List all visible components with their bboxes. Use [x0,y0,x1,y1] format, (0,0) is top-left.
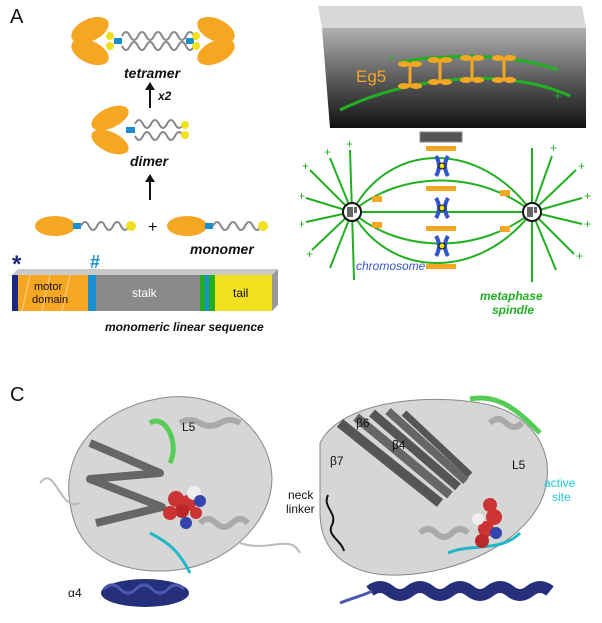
spindle-pole-left [342,202,362,222]
plus-top-left: + [388,50,396,65]
eg5-motors [398,55,516,89]
beta7-label: β7 [330,454,344,468]
ligand-spheres-right [472,498,502,548]
microtubule-box [318,6,586,128]
plus-sign: + [148,219,157,236]
spindle-pole-right [522,202,542,222]
motor-domain-label-1: motor [34,281,62,293]
hash-marker: # [90,252,100,272]
svg-text:+: + [300,189,305,203]
tail-label: tail [233,286,248,300]
dimer-label: dimer [130,153,170,169]
svg-text:+: + [302,159,309,173]
svg-text:+: + [576,249,583,263]
dimer-figure [91,105,189,155]
spindle-eg5-motors [372,146,510,269]
ligand-spheres-left [163,486,206,529]
active-site-label-2: site [552,490,571,504]
tetramer-figure [71,16,235,66]
panel-b-diagram: Eg5 + + + + + + + + + + + + + [300,6,591,317]
neck-linker-label-2: linker [286,502,315,516]
eg5-label: Eg5 [356,67,386,86]
svg-text:+: + [584,189,591,203]
spindle-plus-ends: + + + + + + + + + + + [300,137,591,263]
linear-sequence-bar [12,269,278,312]
chromosome-label: chromosome [356,259,426,273]
beta6-label: β6 [356,416,370,430]
left-l5-label: L5 [182,420,196,434]
zoom-inset-box [419,131,463,143]
kinetochores [438,162,446,250]
panel-label-c: C [10,384,25,406]
svg-text:+: + [300,217,305,231]
panel-c-structures: L5 α4 β6 β4 β7 neck linker L5 active sit… [39,395,576,607]
right-l5-label: L5 [512,458,526,472]
panel-label-a: A [10,6,24,28]
svg-text:+: + [346,137,353,151]
neck-linker-label-1: neck [288,488,314,502]
alpha4-label: α4 [68,586,82,600]
svg-text:+: + [324,145,331,159]
svg-text:+: + [306,247,313,261]
right-protein-structure [319,395,554,605]
motor-domain-label-2: domain [32,294,68,306]
svg-text:+: + [550,141,557,155]
panel-a-diagram: tetramer x2 dimer + monomer * # [12,16,278,334]
tetramer-label: tetramer [124,65,182,81]
svg-text:+: + [584,217,591,231]
star-marker: * [12,251,22,278]
x2-label: x2 [157,89,172,103]
stalk-label: stalk [132,286,158,300]
monomer-label: monomer [190,241,255,257]
active-site-label-1: active [544,476,576,490]
monomer-right [167,216,268,236]
beta4-label: β4 [392,438,406,452]
monomer-left [35,216,136,236]
metaphase-label-1: metaphase [480,289,543,303]
left-protein-structure [39,396,301,607]
linear-sequence-label: monomeric linear sequence [105,320,264,334]
metaphase-label-2: spindle [492,303,534,317]
plus-top-right: + [554,88,562,103]
svg-text:+: + [578,159,585,173]
